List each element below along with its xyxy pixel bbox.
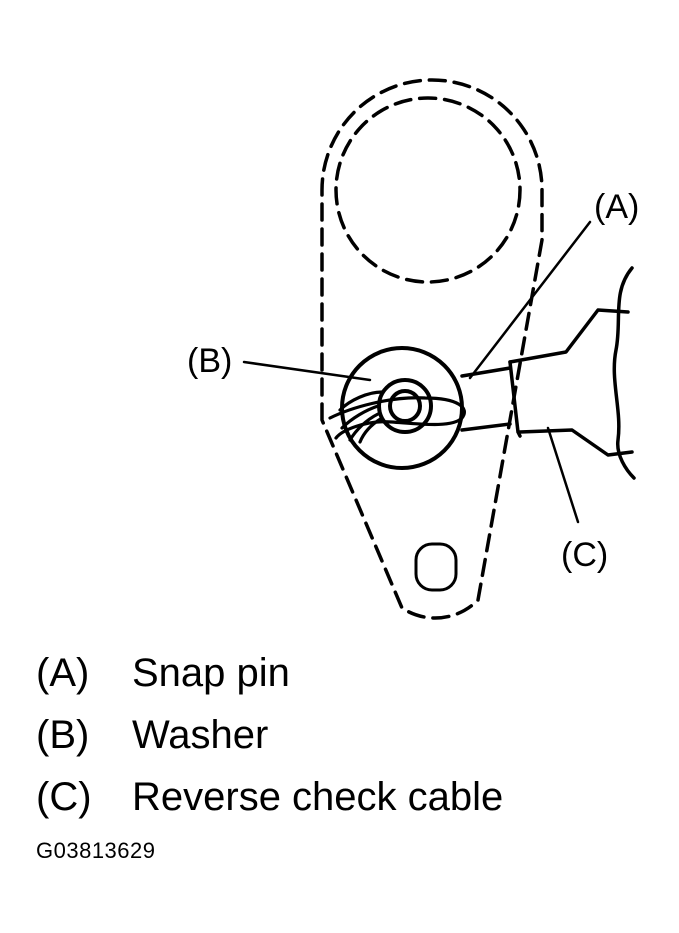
legend-row-c: (C) Reverse check cable: [36, 766, 656, 828]
legend-row-b: (B) Washer: [36, 704, 656, 766]
reverse-check-lever-diagram: (A) (B) (C): [187, 78, 639, 620]
legend-text: Snap pin: [132, 651, 290, 695]
lever-lower-slot: [414, 542, 458, 592]
leader-line-b: [242, 360, 372, 382]
body-edge: [612, 266, 636, 480]
snap-pin: [328, 390, 466, 444]
legend-text: Washer: [132, 713, 269, 757]
legend-key: (A): [36, 651, 90, 695]
cable-rod: [460, 366, 512, 432]
leader-line-a: [468, 220, 592, 380]
leader-line-c: [546, 426, 580, 524]
legend-key: (C): [36, 775, 92, 819]
callout-a: (A): [594, 188, 639, 226]
cable-clamp: [508, 360, 522, 438]
callout-c: (C): [561, 536, 608, 574]
callout-b: (B): [187, 342, 232, 380]
figure-id: G03813629: [36, 838, 156, 863]
legend-key: (B): [36, 713, 90, 757]
lever-outline: [320, 78, 544, 620]
legend: (A) Snap pin (B) Washer (C) Reverse chec…: [36, 642, 656, 828]
legend-text: Reverse check cable: [132, 775, 504, 819]
legend-row-a: (A) Snap pin: [36, 642, 656, 704]
lever-upper-hole: [334, 96, 522, 284]
pin-head-inner: [388, 389, 422, 423]
